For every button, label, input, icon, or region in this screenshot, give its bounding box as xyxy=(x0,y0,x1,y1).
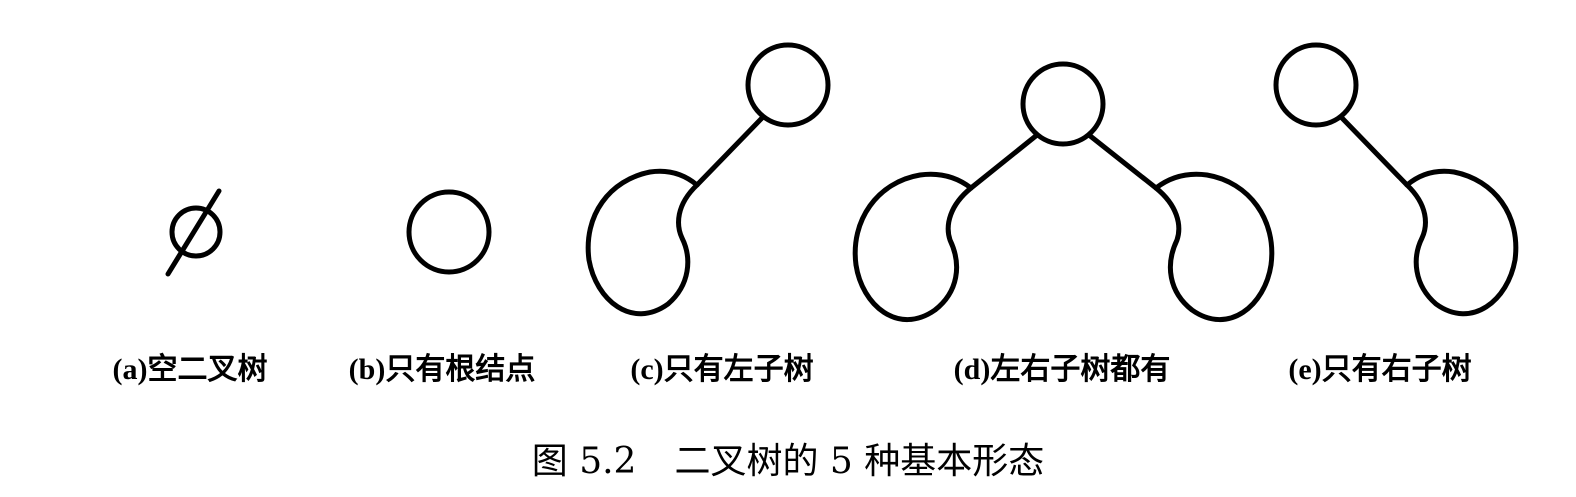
panel-e-right-subtree xyxy=(1273,42,1519,317)
left-subtree-shape xyxy=(852,171,974,323)
empty-set-circle xyxy=(169,205,223,259)
panel-a-empty-tree xyxy=(165,188,223,277)
root-node xyxy=(406,189,492,275)
right-subtree-shape xyxy=(1153,171,1275,323)
caption-d: (d)左右子树都有 xyxy=(954,350,1171,390)
caption-a-letter: (a) xyxy=(112,353,148,386)
caption-a-text: 空二叉树 xyxy=(147,352,268,387)
root-node xyxy=(1273,42,1359,128)
root-node xyxy=(745,42,831,128)
caption-d-letter: (d) xyxy=(953,353,991,386)
right-subtree-shape xyxy=(1404,168,1519,317)
caption-a: (a)空二叉树 xyxy=(113,350,268,390)
panel-d-both-subtrees xyxy=(852,61,1275,323)
caption-e: (e)只有右子树 xyxy=(1288,350,1471,390)
panel-b-root-only xyxy=(406,189,492,275)
left-subtree-shape xyxy=(585,168,700,317)
left-edge xyxy=(968,132,1040,191)
figure-title-text: 二叉树的 5 种基本形态 xyxy=(674,441,1045,482)
root-node xyxy=(1020,61,1106,147)
right-edge xyxy=(1086,132,1159,191)
caption-c-text: 只有左子树 xyxy=(663,352,814,387)
caption-e-text: 只有右子树 xyxy=(1321,352,1472,387)
caption-e-letter: (e) xyxy=(1288,353,1322,386)
caption-c: (c)只有左子树 xyxy=(630,350,813,390)
left-edge xyxy=(694,115,765,188)
panel-c-left-subtree xyxy=(585,42,831,317)
empty-set-slash xyxy=(165,188,222,277)
figure-title: 图 5.2 二叉树的 5 种基本形态 xyxy=(0,438,1576,486)
figure-number: 图 5.2 xyxy=(531,441,637,482)
caption-d-text: 左右子树都有 xyxy=(990,352,1171,387)
right-edge xyxy=(1339,115,1410,188)
caption-b-letter: (b) xyxy=(348,353,386,386)
caption-c-letter: (c) xyxy=(630,353,664,386)
caption-b: (b)只有根结点 xyxy=(349,350,536,390)
caption-b-text: 只有根结点 xyxy=(385,352,536,387)
